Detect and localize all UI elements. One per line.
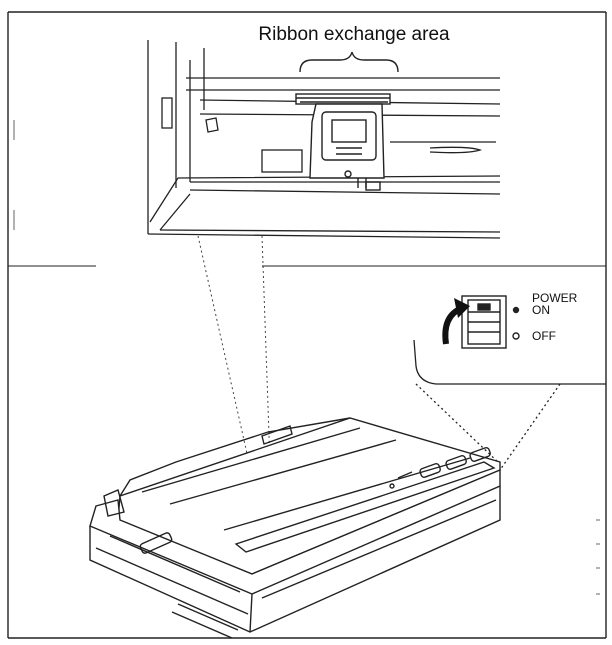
power-inset-panel [413, 339, 606, 471]
power-off-label: OFF [532, 329, 556, 343]
power-on-label: ON [532, 303, 550, 317]
power-label: POWER [532, 291, 578, 305]
ribbon-area-label: Ribbon exchange area [258, 24, 450, 45]
margin-ticks [13, 120, 600, 595]
power-switch [461, 295, 520, 349]
ribbon-cassette [295, 93, 391, 191]
ribbon-area-brace [299, 51, 399, 73]
figure-frame [7, 11, 607, 639]
switch-direction-arrow [442, 298, 470, 345]
printer-body [89, 417, 501, 639]
